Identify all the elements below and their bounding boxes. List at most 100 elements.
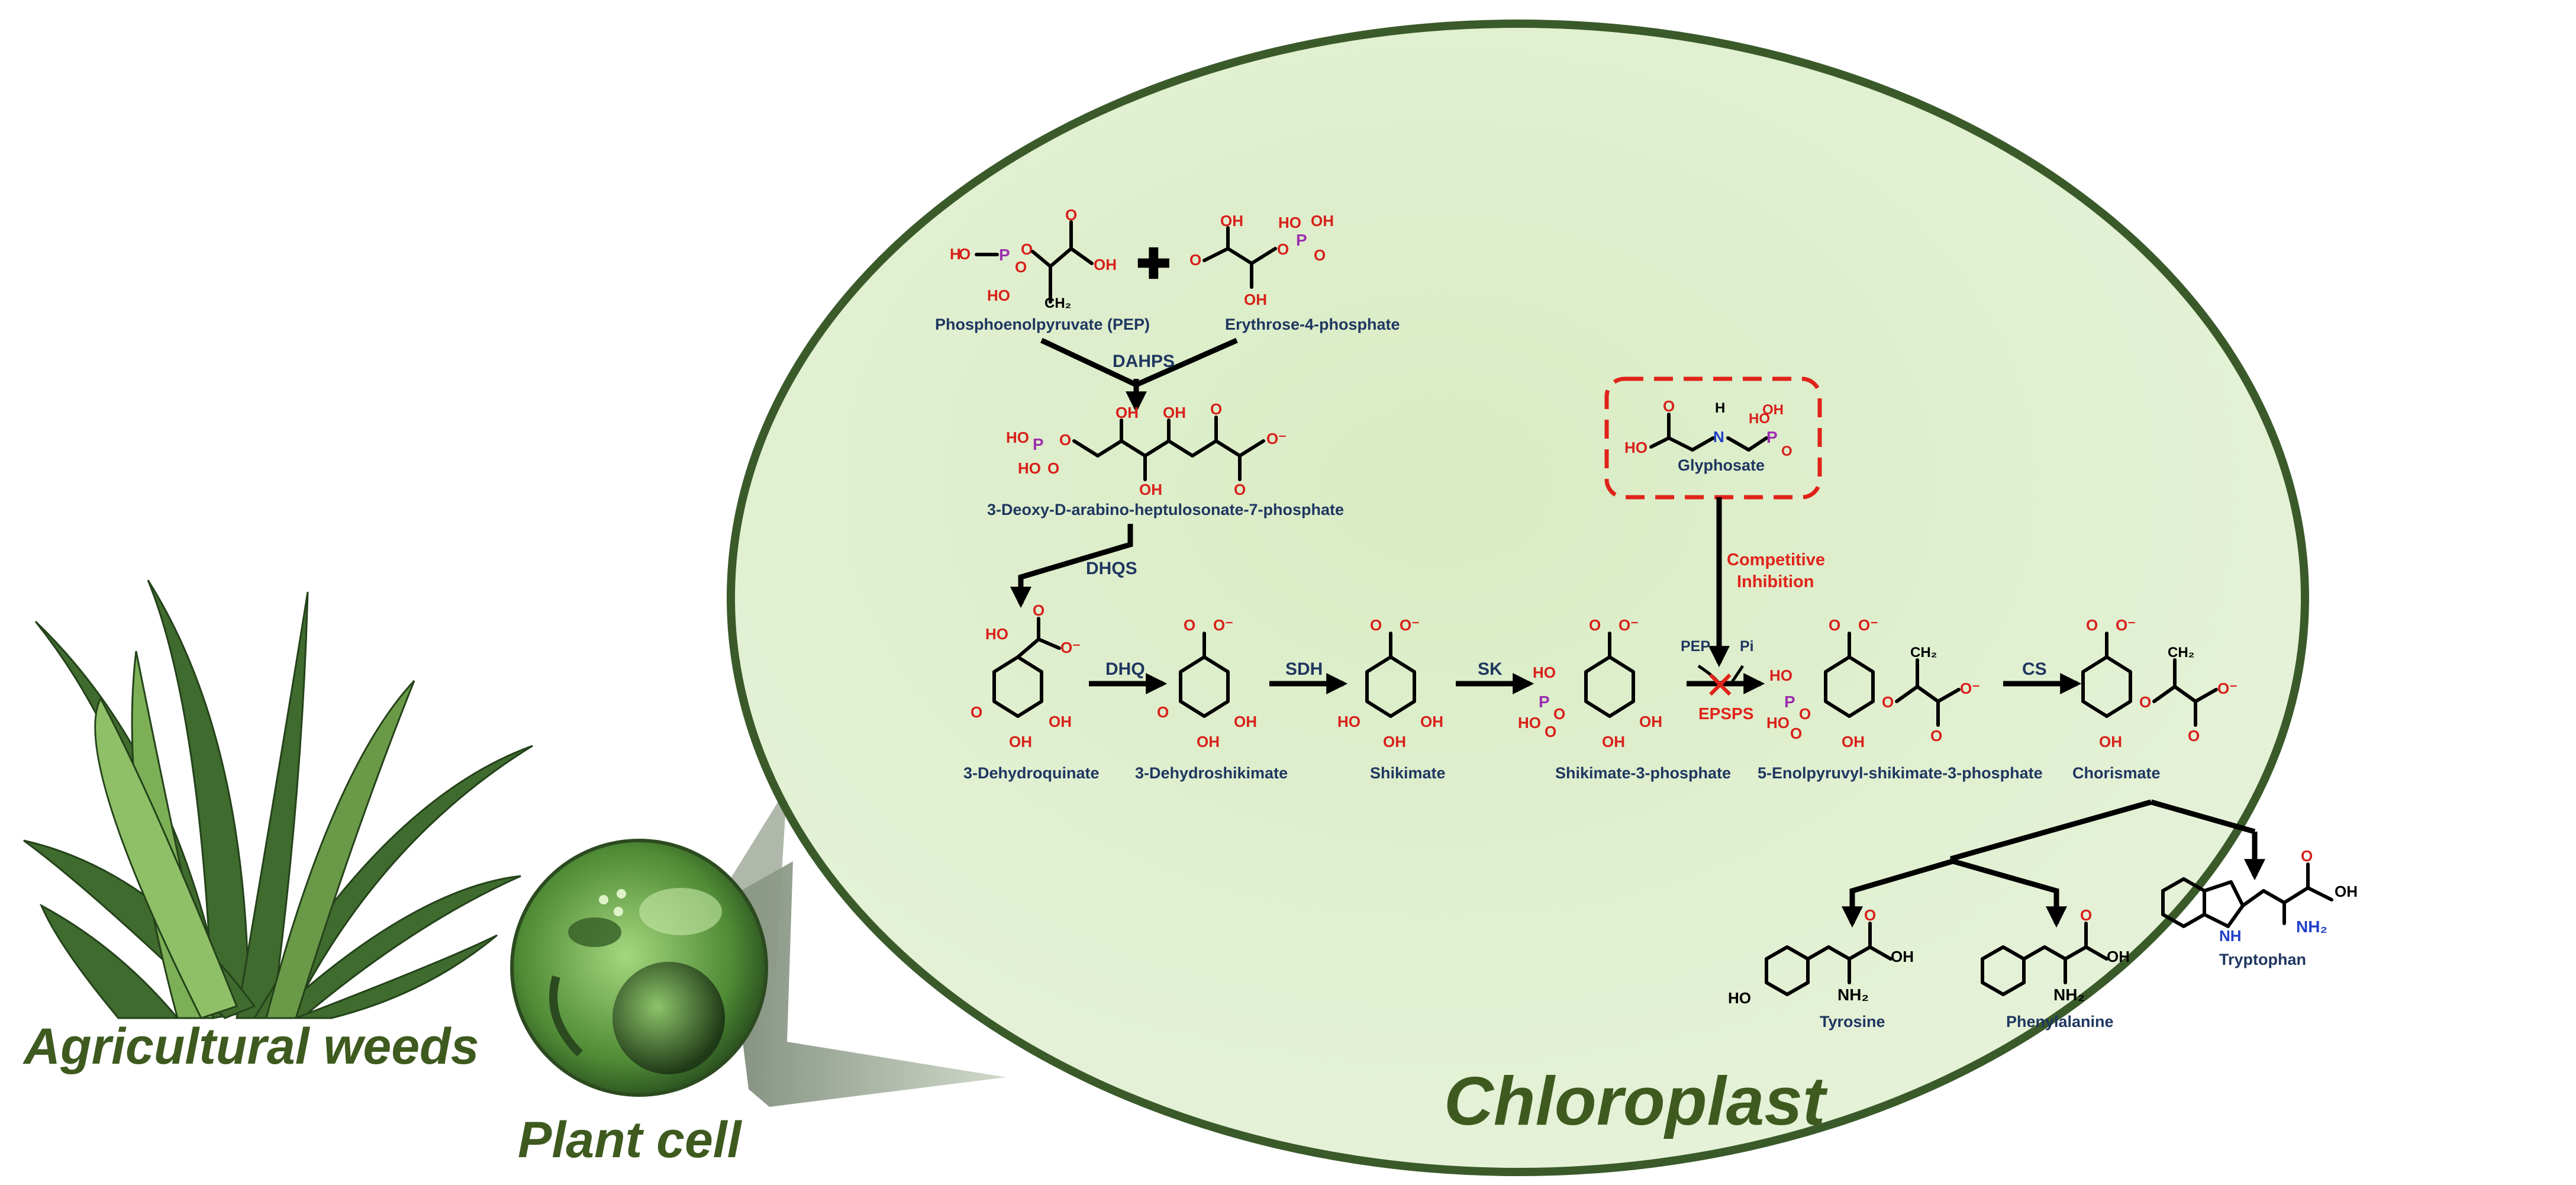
svg-text:CH₂: CH₂ <box>1910 645 1937 661</box>
svg-text:O: O <box>1930 727 1942 745</box>
pep-label: Phosphoenolpyruvate (PEP) <box>935 315 1150 333</box>
chloroplast-caption: Chloroplast <box>1444 1062 1828 1139</box>
svg-text:H: H <box>1715 400 1725 416</box>
svg-text:HO: HO <box>1766 714 1790 732</box>
svg-text:P: P <box>1296 231 1307 249</box>
svg-text:OH: OH <box>2099 733 2122 751</box>
dhqs-label: DHQS <box>1086 559 1137 578</box>
svg-text:P: P <box>1784 693 1795 711</box>
svg-text:OH: OH <box>1197 733 1220 751</box>
svg-text:O: O <box>1021 240 1033 258</box>
plant-cell-caption: Plant cell <box>518 1112 743 1168</box>
svg-text:O⁻: O⁻ <box>1266 430 1287 447</box>
svg-text:O: O <box>1553 705 1565 723</box>
svg-text:O: O <box>2139 693 2151 711</box>
svg-text:OH: OH <box>1602 733 1625 751</box>
phenylalanine-structure: NH₂ O OH <box>1981 906 2130 1004</box>
svg-text:O⁻: O⁻ <box>1619 616 1639 634</box>
svg-text:O: O <box>1015 258 1027 276</box>
svg-text:O: O <box>1314 246 1326 264</box>
agricultural-weeds-caption: Agricultural weeds <box>22 1018 479 1075</box>
svg-text:O: O <box>2301 847 2313 865</box>
svg-text:O: O <box>1799 705 1811 723</box>
svg-text:H: H <box>950 245 961 263</box>
svg-text:O⁻: O⁻ <box>2116 616 2136 634</box>
inhibition-label: Inhibition <box>1737 572 1814 591</box>
weed-illustration <box>23 579 533 1019</box>
svg-text:O⁻: O⁻ <box>1858 616 1878 634</box>
e4p-structure: O OH OH O P HO OH O <box>1189 212 1334 308</box>
svg-text:P: P <box>1539 693 1550 711</box>
svg-text:OH: OH <box>1420 713 1443 730</box>
epsp-label: 5-Enolpyruvyl-shikimate-3-phosphate <box>1758 764 2043 782</box>
svg-text:O⁻: O⁻ <box>2217 680 2238 697</box>
svg-text:O: O <box>1882 693 1894 711</box>
svg-text:O: O <box>1663 397 1675 415</box>
svg-text:O: O <box>1157 703 1169 721</box>
svg-text:O: O <box>971 703 982 721</box>
phenylalanine-arrow <box>1952 858 2067 928</box>
svg-text:O: O <box>1781 443 1792 459</box>
plant-cell-illustration <box>510 839 768 1097</box>
svg-text:NH₂: NH₂ <box>2296 917 2327 936</box>
svg-text:OH: OH <box>1383 733 1406 751</box>
svg-text:OH: OH <box>1842 733 1865 751</box>
svg-text:O: O <box>1790 724 1802 742</box>
svg-text:OH: OH <box>1639 713 1662 730</box>
svg-text:O: O <box>2080 906 2092 924</box>
svg-text:OH: OH <box>1244 291 1267 308</box>
shikimate-3-phosphate-structure: O O⁻ O P HO HO O OH OH <box>1518 616 1662 751</box>
svg-text:NH₂: NH₂ <box>1837 986 1869 1004</box>
svg-text:O: O <box>1589 616 1601 634</box>
shikimate-3-phosphate-label: Shikimate-3-phosphate <box>1555 764 1731 782</box>
svg-text:NH: NH <box>2219 927 2242 945</box>
chorismate-label: Chorismate <box>2072 764 2161 782</box>
svg-text:O: O <box>1829 616 1840 634</box>
shikimate-label: Shikimate <box>1370 764 1446 782</box>
glyphosate-label: Glyphosate <box>1678 456 1765 474</box>
tyrosine-arrow <box>1842 858 1954 928</box>
svg-text:HO: HO <box>1518 714 1541 732</box>
svg-text:O⁻: O⁻ <box>1213 616 1233 634</box>
e4p-label: Erythrose-4-phosphate <box>1225 315 1400 333</box>
svg-text:O⁻: O⁻ <box>1960 680 1980 697</box>
svg-text:N: N <box>1713 428 1724 446</box>
svg-text:OH: OH <box>1234 713 1257 730</box>
dehydroquinate-structure: O O⁻ HO O OH OH <box>971 601 1081 751</box>
svg-text:NH₂: NH₂ <box>2053 986 2085 1004</box>
svg-text:HO: HO <box>1278 214 1301 231</box>
pi-cofactor-out <box>1729 665 1745 685</box>
svg-text:O: O <box>1047 459 1059 477</box>
sk-label: SK <box>1478 659 1503 679</box>
branch-left-line <box>1950 799 2152 861</box>
svg-text:OH: OH <box>1891 948 1914 965</box>
svg-text:OH: OH <box>1094 256 1117 273</box>
svg-text:O: O <box>1370 616 1382 634</box>
dehydroquinate-label: 3-Dehydroquinate <box>963 764 1100 782</box>
svg-text:HO: HO <box>1769 666 1792 684</box>
svg-text:O: O <box>1234 481 1246 498</box>
pep-cofactor-label: PEP <box>1681 638 1710 655</box>
zoom-beam <box>725 861 1006 1107</box>
svg-text:HO: HO <box>1337 713 1360 730</box>
inhibition-x-icon: ✕ <box>1704 664 1736 708</box>
svg-text:HO: HO <box>987 286 1010 304</box>
svg-text:HO: HO <box>1006 429 1029 446</box>
tyrosine-structure: HO NH₂ O OH <box>1728 906 1914 1007</box>
cs-label: CS <box>2022 659 2047 679</box>
svg-text:O: O <box>1277 240 1289 258</box>
pep-cofactor-in <box>1697 664 1721 685</box>
svg-text:HO: HO <box>1018 459 1041 477</box>
dehydroshikimate-label: 3-Dehydroshikimate <box>1135 764 1288 782</box>
tyrosine-label: Tyrosine <box>1820 1013 1885 1031</box>
glyphosate-structure: HO O N H P OH HO O <box>1624 397 1792 459</box>
svg-text:OH: OH <box>1762 402 1784 418</box>
shikimate-structure: O O⁻ HO OH OH <box>1337 616 1443 751</box>
dahp-structure: HO P HO O O OH OH OH O O⁻ O <box>1006 400 1287 498</box>
svg-text:O: O <box>1059 431 1071 449</box>
svg-text:HO: HO <box>1728 989 1751 1007</box>
tryptophan-structure: NH NH₂ O OH <box>2161 847 2358 945</box>
svg-text:O: O <box>1545 723 1556 740</box>
svg-text:OH: OH <box>1311 212 1334 230</box>
